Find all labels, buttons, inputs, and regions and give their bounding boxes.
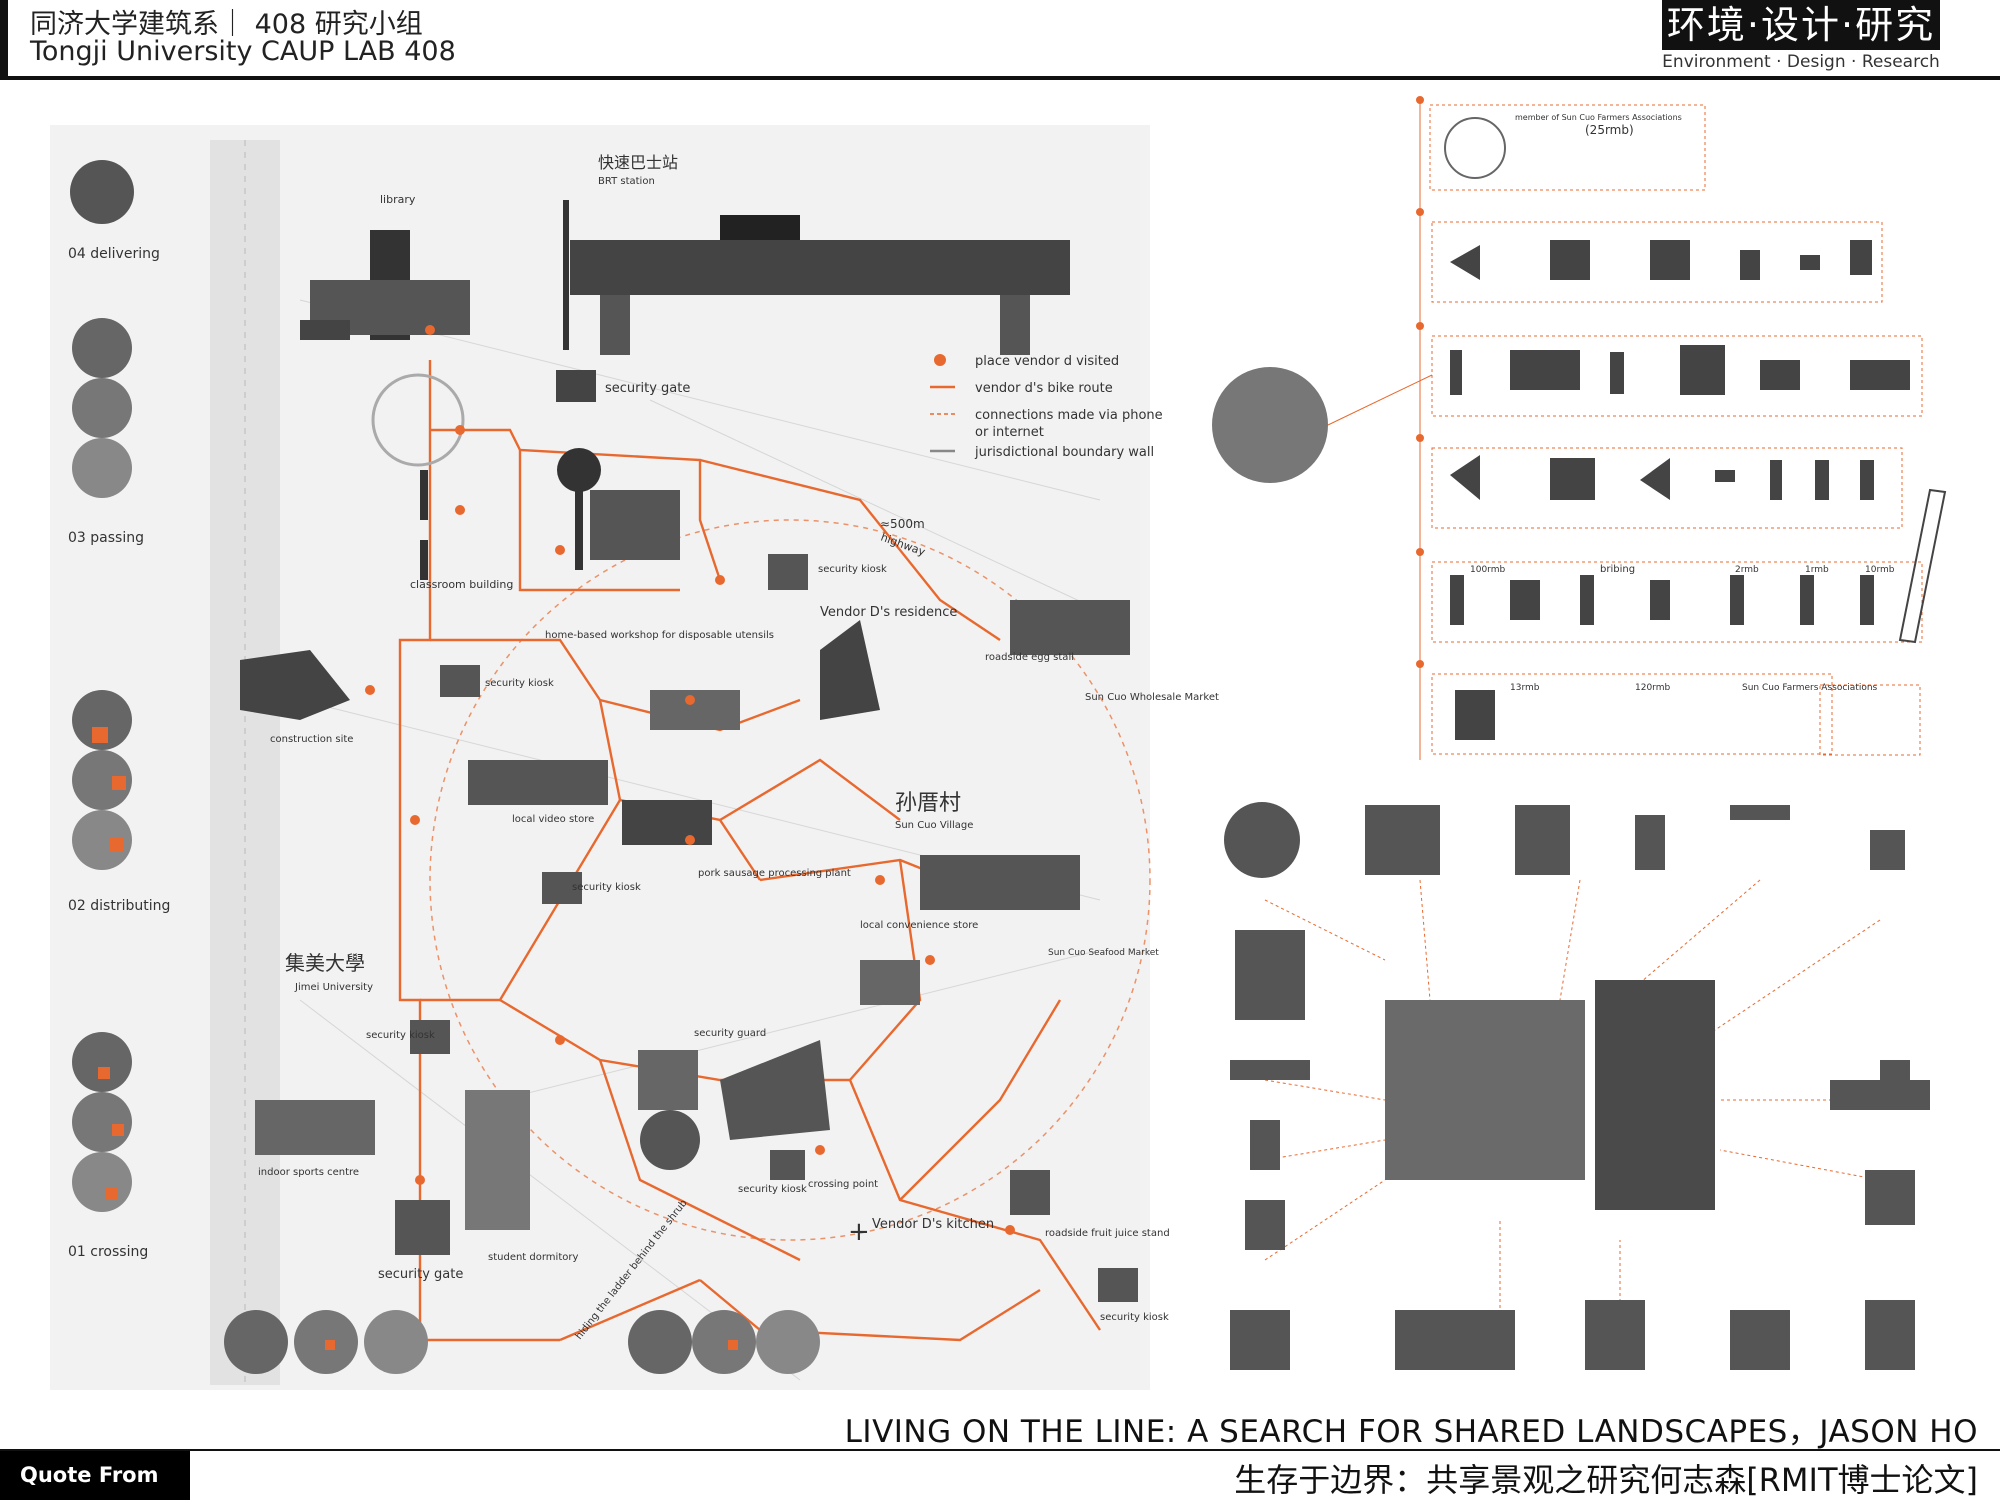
jimei-emblem <box>371 373 465 467</box>
kiosk-shape-6 <box>1098 1268 1138 1302</box>
jimei-cn: 集美大學 <box>285 951 365 975</box>
stage-03: 03 passing <box>68 530 144 546</box>
dormitory-label: student dormitory <box>488 1252 578 1263</box>
price-4: 10rmb <box>1865 565 1895 575</box>
assoc-label: Sun Cuo Farmers Associations <box>1742 683 1878 693</box>
stage-photo-highlights <box>92 727 738 1350</box>
kitchen-marker: + <box>848 1217 870 1247</box>
guard-booth-shape <box>638 1050 698 1110</box>
quote-badge: Quote From <box>0 1451 190 1500</box>
library-label: library <box>380 193 416 206</box>
brand-logo: 环境·设计·研究 Environment · Design · Research <box>1600 0 2000 78</box>
header-rule <box>0 76 2000 80</box>
residence-label: Vendor D's residence <box>820 605 957 620</box>
stage-04: 04 delivering <box>68 246 160 262</box>
egg-stall-shape <box>1010 600 1130 655</box>
poster-title-cn: 生存于边界：共享景观之研究何志森[RMIT博士论文] <box>1234 1461 1978 1499</box>
legend-phone: connections made via phone <box>975 408 1163 423</box>
bribing-label: bribing <box>1600 564 1635 575</box>
legend-wall: jurisdictional boundary wall <box>974 445 1154 460</box>
stage-02: 02 distributing <box>68 898 170 914</box>
service-2: 120rmb <box>1635 683 1670 693</box>
fee-label: (25rmb) <box>1585 123 1634 137</box>
sports-label: indoor sports centre <box>258 1167 359 1178</box>
fruit-stand-shape <box>1010 1170 1050 1215</box>
shrub-1 <box>640 1110 700 1170</box>
process-panel <box>1212 96 1947 760</box>
legend-place: place vendor d visited <box>975 354 1119 369</box>
brand-cn: 环境·设计·研究 <box>1662 0 1940 50</box>
fruit-label: roadside fruit juice stand <box>1045 1228 1170 1239</box>
header-titles: 同济大学建筑系｜ 408 研究小组 Tongji University CAUP… <box>0 0 1590 78</box>
workshop-shape <box>650 690 740 730</box>
wholesale-label: Sun Cuo Wholesale Market <box>1085 692 1219 703</box>
collage-panel <box>1224 802 1930 1370</box>
village-en: Sun Cuo Village <box>895 820 973 831</box>
header-line-en: Tongji University CAUP LAB 408 <box>30 36 456 67</box>
construction-label: construction site <box>270 734 353 745</box>
dormitory-shape <box>465 1090 530 1230</box>
member-label: member of Sun Cuo Farmers Associations <box>1515 113 1682 122</box>
footer-rule <box>0 1449 2000 1451</box>
kiosk-shape-3 <box>542 872 582 904</box>
service-1: 13rmb <box>1510 683 1540 693</box>
video-store-label: local video store <box>512 814 594 825</box>
classroom-illustration <box>420 448 680 580</box>
sports-shape <box>255 1100 375 1155</box>
convenience-label: local convenience store <box>860 920 978 931</box>
kiosk-label-6: security kiosk <box>1100 1312 1169 1323</box>
brt-label-en: BRT station <box>598 176 655 187</box>
kiosk-label-5: security kiosk <box>738 1184 807 1195</box>
brand-en: Environment · Design · Research <box>1662 52 1940 72</box>
security-gate-bottom: security gate <box>378 1267 463 1282</box>
egg-stall-label: roadside egg stall <box>985 652 1074 663</box>
security-gate-top: security gate <box>605 381 690 396</box>
legend: place vendor d visited vendor d's bike r… <box>930 354 1163 460</box>
video-store-shape <box>468 760 608 805</box>
guard-label: security guard <box>694 1028 766 1039</box>
distance-label: ≈500m <box>880 517 925 531</box>
legend-internet: or internet <box>975 425 1044 440</box>
village-cn: 孙厝村 <box>895 791 961 816</box>
kiosk-label-3: security kiosk <box>572 882 641 893</box>
header-left-bar <box>0 0 8 80</box>
seafood-shape <box>920 855 1080 910</box>
brt-station-illustration <box>563 200 1070 355</box>
kiosk-shape-1 <box>768 554 808 590</box>
header-line-cn: 同济大学建筑系｜ 408 研究小组 <box>30 9 423 40</box>
kiosk-shape-4 <box>410 1020 450 1054</box>
jimei-en: Jimei University <box>294 982 373 993</box>
library-illustration <box>300 230 470 340</box>
wall-segment-shape <box>720 1040 830 1140</box>
visited-places <box>365 325 1015 1235</box>
convenience-shape <box>860 960 920 1005</box>
price-3: 1rmb <box>1805 565 1829 575</box>
residence-shape <box>820 620 880 720</box>
gate-bottom-shape <box>395 1200 450 1255</box>
security-gate-top-shape <box>556 370 596 402</box>
excavator-shape <box>240 650 350 720</box>
kiosk-shape-5 <box>770 1150 805 1180</box>
stage-photos <box>70 160 820 1374</box>
kiosk-label-4: security kiosk <box>366 1030 435 1041</box>
price-1: 100rmb <box>1470 565 1505 575</box>
pork-shape <box>622 800 712 845</box>
crossing-label: crossing point <box>808 1179 878 1190</box>
kiosk-label-2: security kiosk <box>485 678 554 689</box>
pork-label: pork sausage processing plant <box>698 868 851 879</box>
stage-01: 01 crossing <box>68 1244 148 1260</box>
kitchen-label: Vendor D's kitchen <box>872 1217 994 1232</box>
bike-routes <box>398 360 1101 1342</box>
legend-route: vendor d's bike route <box>975 381 1113 396</box>
kiosk-shape-2 <box>440 665 480 697</box>
poster-title: LIVING ON THE LINE: A SEARCH FOR SHARED … <box>844 1414 1978 1450</box>
seafood-label: Sun Cuo Seafood Market <box>1048 948 1159 958</box>
poster-canvas: 04 delivering 03 passing 02 distributing… <box>50 96 1947 1390</box>
walk-radius-circle <box>429 519 1151 1241</box>
brt-label-cn: 快速巴士站 <box>598 153 678 172</box>
price-2: 2rmb <box>1735 565 1759 575</box>
workshop-label: home-based workshop for disposable utens… <box>545 630 774 641</box>
classroom-label: classroom building <box>410 578 513 591</box>
kiosk-label-1: security kiosk <box>818 564 887 575</box>
